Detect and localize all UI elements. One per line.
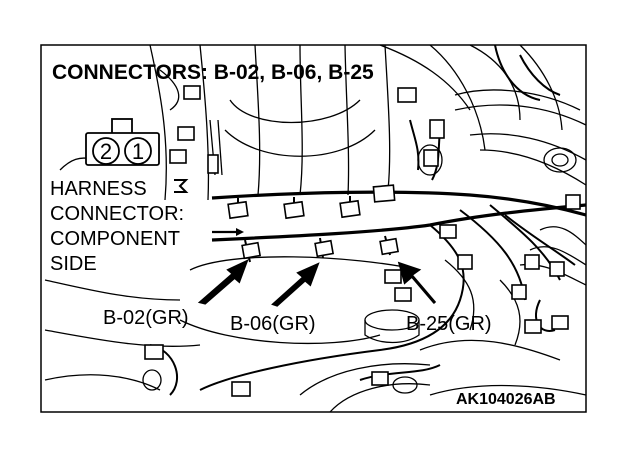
figure-frame bbox=[40, 44, 587, 413]
engine-line-art bbox=[44, 44, 587, 413]
harness-label-line-3: COMPONENT bbox=[50, 228, 180, 250]
harness-label-line-4: SIDE bbox=[50, 253, 97, 275]
wiring-harness bbox=[149, 44, 587, 396]
pin-2-circle bbox=[92, 137, 120, 165]
pin-1-label: 1 bbox=[132, 139, 144, 164]
harness-side-label: HARNESS CONNECTOR: COMPONENT SIDE bbox=[50, 178, 244, 275]
callout-b25-label: B-25(GR) bbox=[406, 313, 492, 335]
harness-label-line-2: CONNECTOR: bbox=[50, 203, 184, 225]
connector-face-symbol: 2 1 bbox=[85, 118, 160, 166]
callout-b02-label: B-02(GR) bbox=[103, 307, 189, 329]
callout-b06-label: B-06(GR) bbox=[230, 313, 316, 335]
arrow-b02 bbox=[197, 259, 249, 305]
arrow-b06 bbox=[271, 262, 320, 307]
figure-code: AK104026AB bbox=[456, 391, 556, 408]
connector-blocks bbox=[144, 85, 581, 397]
pin-2-label: 2 bbox=[100, 139, 112, 164]
harness-label-line-1: HARNESS bbox=[50, 178, 147, 200]
arrow-b25 bbox=[397, 261, 437, 305]
pin-1-circle bbox=[124, 137, 152, 165]
callout-arrows bbox=[197, 259, 437, 307]
diagram-title: CONNECTORS: B-02, B-06, B-25 bbox=[52, 61, 374, 84]
